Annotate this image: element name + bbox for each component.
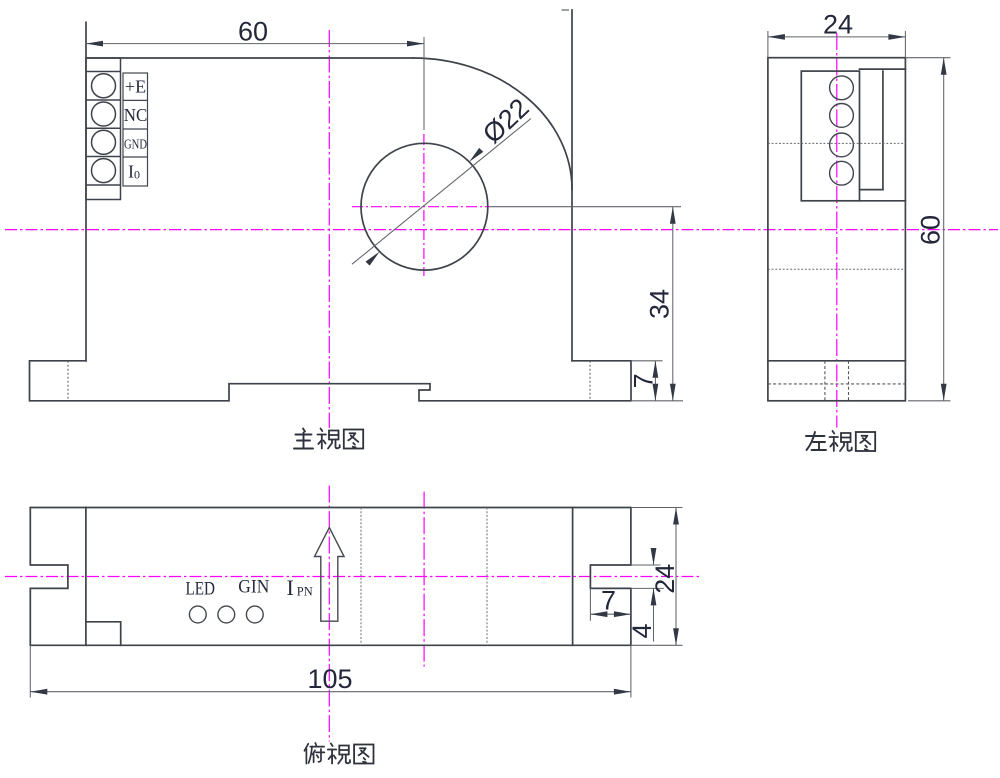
svg-text:105: 105 <box>307 664 352 694</box>
svg-text:GIN: GIN <box>238 577 269 598</box>
svg-text:PN: PN <box>297 585 313 599</box>
svg-text:24: 24 <box>823 10 853 40</box>
svg-text:60: 60 <box>916 215 946 245</box>
svg-text:+E: +E <box>125 77 146 97</box>
svg-text:LED: LED <box>186 579 216 600</box>
svg-text:NC: NC <box>124 105 148 125</box>
svg-text:7: 7 <box>628 373 658 388</box>
svg-text:24: 24 <box>650 564 680 594</box>
svg-text:7: 7 <box>601 586 616 616</box>
svg-text:60: 60 <box>238 17 268 47</box>
svg-text:4: 4 <box>627 623 657 638</box>
svg-text:GND: GND <box>124 137 147 152</box>
svg-text:I: I <box>287 575 294 600</box>
svg-text:34: 34 <box>645 289 675 319</box>
